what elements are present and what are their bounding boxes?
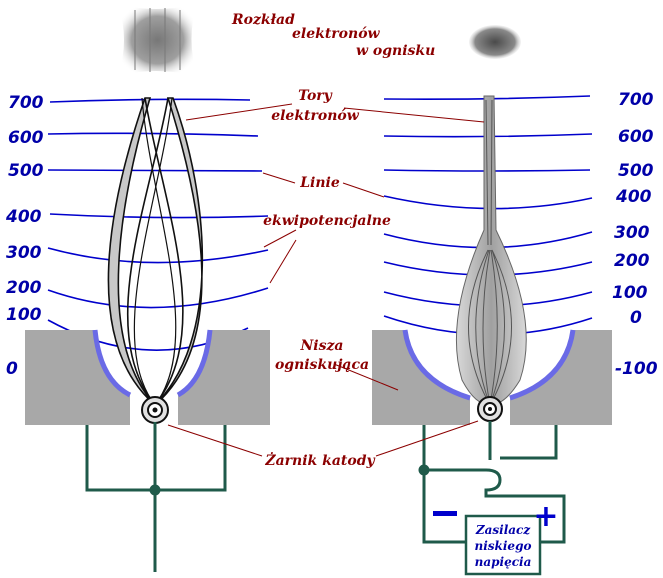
electron-paths-label: Tory elektronów — [271, 88, 360, 124]
electron-paths-label-line-2: elektronów — [271, 108, 360, 124]
focus-label-line-1: Rozkład — [231, 12, 295, 28]
right-wiring — [418, 421, 566, 544]
focusing-niche-label: Nisza ogniskująca — [275, 338, 369, 373]
left-potential-0: 0 — [6, 359, 18, 379]
plus-sign: + — [533, 499, 558, 534]
focus-label-line-2: elektronów — [292, 26, 381, 42]
right-potential-minus-100: -100 — [615, 359, 658, 379]
right-potential-400: 400 — [615, 187, 652, 207]
minus-sign — [433, 511, 457, 516]
niche-label-line-2: ogniskująca — [275, 357, 369, 373]
right-electron-beam — [455, 95, 527, 406]
right-potential-200: 200 — [614, 251, 650, 271]
right-potential-scale: 700 600 500 400 300 200 100 0 -100 — [612, 90, 658, 379]
power-supply-box: Zasilacz niskiego napięcia — [464, 514, 542, 576]
left-equipotential-lines — [47, 98, 269, 351]
left-potential-600: 600 — [8, 128, 44, 148]
right-potential-700: 700 — [618, 90, 654, 110]
left-potential-scale: 700 600 500 400 300 200 100 0 — [5, 93, 44, 379]
equipotential-label-line-1: Linie — [299, 175, 340, 191]
cathode-filament-label: Żarnik katody — [264, 450, 375, 469]
focus-label-line-3: w ognisku — [356, 43, 435, 59]
left-potential-400: 400 — [5, 207, 42, 227]
power-supply-label-2: niskiego — [475, 539, 532, 553]
left-potential-300: 300 — [6, 243, 42, 263]
right-potential-600: 600 — [618, 127, 654, 147]
left-potential-500: 500 — [8, 161, 44, 181]
left-cathode-filament — [141, 396, 169, 424]
equipotential-label: Linie ekwipotencjalne — [263, 175, 391, 229]
left-focus-spot — [118, 4, 197, 76]
right-potential-500: 500 — [618, 161, 654, 181]
left-focusing-niche — [25, 329, 270, 425]
left-wiring — [85, 422, 227, 572]
electron-paths-label-line-1: Tory — [298, 88, 333, 104]
equipotential-label-line-2: ekwipotencjalne — [263, 213, 391, 229]
right-cathode-filament — [477, 396, 503, 422]
right-potential-0: 0 — [630, 308, 642, 328]
power-supply-label-1: Zasilacz — [475, 523, 531, 537]
left-potential-200: 200 — [6, 278, 42, 298]
left-potential-700: 700 — [8, 93, 44, 113]
right-focusing-niche — [372, 329, 612, 425]
right-focus-spot — [469, 25, 521, 59]
left-electron-paths — [107, 97, 204, 406]
right-potential-100: 100 — [612, 283, 648, 303]
power-supply-label-3: napięcia — [475, 555, 532, 569]
niche-label-line-1: Nisza — [299, 338, 343, 354]
right-potential-300: 300 — [614, 223, 650, 243]
left-potential-100: 100 — [6, 305, 42, 325]
focus-distribution-label: Rozkład elektronów w ognisku — [231, 12, 435, 59]
pointer-lines — [167, 103, 485, 457]
